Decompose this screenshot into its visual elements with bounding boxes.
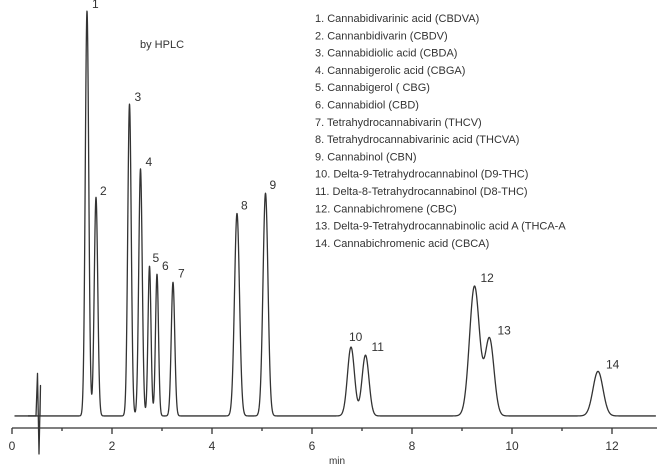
x-tick-label: 2	[109, 439, 116, 453]
peak-label: 13	[498, 324, 512, 338]
peak-label: 1	[92, 0, 99, 11]
x-axis-title: min	[329, 456, 345, 467]
peak-label: 3	[135, 90, 142, 104]
legend-entry: 14. Cannabichromenic acid (CBCA)	[315, 238, 489, 250]
peak-label: 2	[100, 184, 107, 198]
x-tick-label: 4	[209, 439, 216, 453]
legend-entry: 11. Delta-8-Tetrahydrocannabinol (D8-THC…	[315, 186, 528, 198]
legend-entry: 1. Cannabidivarinic acid (CBDVA)	[315, 13, 479, 25]
legend-entry: 13. Delta-9-Tetrahydrocannabinolic acid …	[315, 221, 566, 233]
peak-label: 12	[481, 271, 495, 285]
peak-label: 14	[606, 357, 620, 371]
legend-entry: 3. Cannabidiolic acid (CBDA)	[315, 48, 457, 60]
legend: 1. Cannabidivarinic acid (CBDVA) 2. Canna…	[315, 13, 566, 250]
legend-entry: 2. Cannanbidivarin (CBDV)	[315, 30, 448, 42]
legend-entry: 7. Tetrahydrocannabivarin (THCV)	[315, 117, 482, 129]
peak-label: 9	[270, 178, 277, 192]
x-tick-label: 12	[605, 439, 619, 453]
peak-label: 11	[372, 340, 385, 354]
peak-label: 8	[241, 198, 248, 212]
peak-label: 6	[162, 259, 169, 273]
x-tick-label: 8	[409, 439, 416, 453]
peak-label: 7	[178, 266, 185, 280]
legend-entry: 12. Cannabichromene (CBC)	[315, 203, 457, 215]
legend-entry: 4. Cannabigerolic acid (CBGA)	[315, 65, 465, 77]
x-tick-label: 10	[505, 439, 519, 453]
x-tick-label: 0	[9, 439, 16, 453]
legend-entry: 6. Cannabidiol (CBD)	[315, 100, 419, 112]
chromatogram-trace	[14, 10, 657, 417]
legend-entry: 8. Tetrahydrocannabivarinic acid (THCVA)	[315, 134, 519, 146]
injection-artifact	[28, 372, 42, 455]
x-axis-ticks: 0 2 4 6 8 10 12	[9, 428, 619, 453]
chart-annotation: by HPLC	[140, 39, 184, 51]
peak-label: 4	[146, 155, 153, 169]
x-tick-label: 6	[309, 439, 316, 453]
legend-entry: 9. Cannabinol (CBN)	[315, 151, 417, 163]
legend-entry: 10. Delta-9-Tetrahydrocannabinol (D9-THC…	[315, 169, 528, 181]
peak-label: 5	[153, 251, 160, 265]
peak-label: 10	[349, 330, 363, 344]
legend-entry: 5. Cannabigerol ( CBG)	[315, 82, 430, 94]
